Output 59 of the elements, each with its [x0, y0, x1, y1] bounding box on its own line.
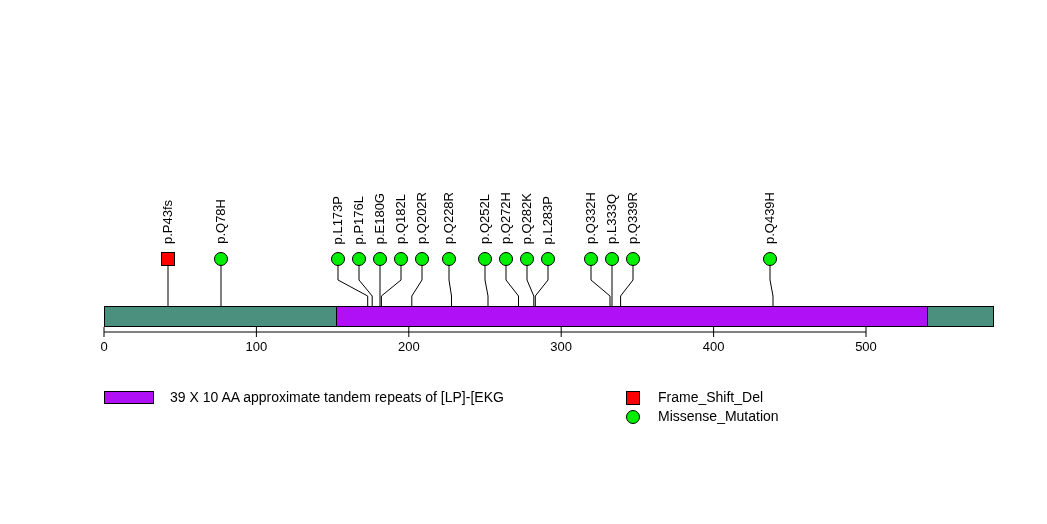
leader-line: [448, 264, 452, 307]
lollipop-marker: [414, 191, 430, 266]
lollipop-marker: [477, 194, 493, 266]
legend-label: Missense_Mutation: [658, 409, 779, 423]
leader-line: [337, 264, 369, 307]
leader-line: [590, 264, 611, 307]
leader-line: [611, 264, 613, 307]
mutation-label: p.Q202R: [415, 191, 429, 244]
lollipop-marker: [762, 191, 778, 266]
legend-label: 39 X 10 AA approximate tandem repeats of [LP]-[EKG: [170, 390, 504, 404]
mutation-label: p.L333Q: [605, 194, 619, 244]
lollipop-marker: [604, 194, 620, 266]
lollipop-marker: [330, 195, 346, 266]
mutation-label: p.Q228R: [442, 191, 456, 244]
lollipop-marker: [441, 191, 457, 266]
repeat-domain-bar: [335, 306, 929, 327]
mutation-label: p.Q272H: [499, 191, 513, 244]
lollipop-marker: [498, 191, 514, 266]
leader-line: [769, 264, 774, 307]
leader-line: [358, 264, 373, 307]
leader-line: [167, 264, 169, 307]
mutation-label: p.E180G: [373, 192, 387, 244]
leader-line: [484, 264, 489, 307]
tick-label: 100: [244, 340, 269, 354]
lollipop-marker: [519, 192, 535, 266]
mutation-label: p.Q332H: [584, 191, 598, 244]
leader-line: [411, 264, 423, 307]
mutation-label: p.P43fs: [161, 199, 175, 244]
lollipop-marker: [372, 192, 388, 266]
mutation-label: p.Q282K: [520, 192, 534, 244]
lollipop-marker: [160, 199, 176, 266]
tick-label: 400: [701, 340, 726, 354]
tick-label: 300: [549, 340, 574, 354]
tick-label: 200: [396, 340, 421, 354]
tick-label: 0: [99, 340, 109, 354]
leader-line: [505, 264, 519, 307]
lollipop-marker: [540, 195, 556, 266]
leader-line: [534, 264, 549, 307]
mutation-label: p.Q182L: [394, 194, 408, 244]
leader-line: [220, 264, 222, 307]
lollipop-marker: [393, 194, 409, 266]
mutation-label: p.L283P: [541, 195, 555, 244]
mutation-label: p.Q339R: [626, 191, 640, 244]
lollipop-marker: [351, 195, 367, 266]
mutation-label: p.Q252L: [478, 194, 492, 244]
lollipop-marker: [213, 199, 229, 266]
mutation-label: p.Q78H: [214, 199, 228, 244]
tick-label: 500: [854, 340, 878, 354]
mutation-label: p.P176L: [352, 195, 366, 244]
leader-line: [620, 264, 634, 307]
protein-bar: [104, 306, 994, 327]
lollipop-marker: [625, 191, 641, 266]
mutation-label: p.Q439H: [763, 191, 777, 244]
leader-line: [379, 264, 381, 307]
lollipop-marker: [583, 191, 599, 266]
mutation-label: p.L173P: [331, 195, 345, 244]
leader-line: [526, 264, 535, 307]
leader-line: [380, 264, 402, 307]
legend-label: Frame_Shift_Del: [658, 390, 764, 404]
